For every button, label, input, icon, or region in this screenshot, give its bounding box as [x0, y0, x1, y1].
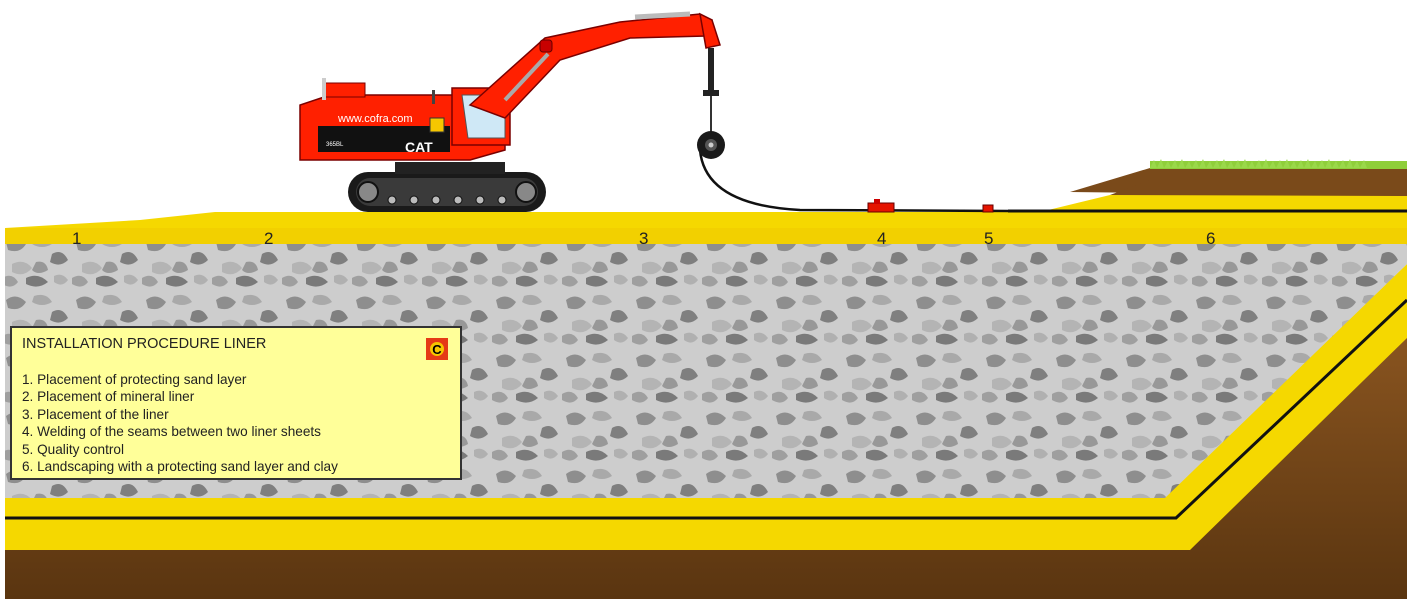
liner-sheet [698, 149, 1011, 213]
quality-control-device [982, 204, 994, 213]
legend-title: INSTALLATION PROCEDURE LINER [22, 336, 267, 352]
legend-item: 2. Placement of mineral liner [22, 389, 195, 405]
step-number-6: 6 [1206, 229, 1216, 248]
logo-letter: C [430, 342, 444, 357]
step-number-1: 1 [72, 229, 82, 248]
grass [1150, 159, 1407, 169]
excavator-website-text: www.cofra.com [337, 113, 413, 125]
step-number-2: 2 [264, 229, 274, 248]
cofra-logo-icon: C [426, 338, 448, 360]
excavator-model-text: 365BL [326, 142, 344, 148]
welding-machine [867, 199, 895, 213]
legend-item: 3. Placement of the liner [22, 406, 169, 422]
legend-item: 4. Welding of the seams between two line… [22, 424, 321, 440]
legend-item: 5. Quality control [22, 441, 124, 457]
step-number-4: 4 [877, 229, 887, 248]
legend-list: 1. Placement of protecting sand layer 2.… [22, 371, 450, 475]
legend-item: 1. Placement of protecting sand layer [22, 372, 247, 387]
step-number-5: 5 [984, 229, 994, 248]
bottom-sand-layer [5, 264, 1407, 550]
excavator-brand-text: CAT [405, 139, 433, 155]
step-number-3: 3 [639, 229, 649, 248]
legend-box: INSTALLATION PROCEDURE LINER C 1. Placem… [10, 326, 462, 480]
legend-item: 6. Landscaping with a protecting sand la… [22, 459, 338, 475]
top-sand-layer [5, 180, 1407, 244]
excavator: www.cofra.com CAT 365BL [299, 11, 725, 212]
